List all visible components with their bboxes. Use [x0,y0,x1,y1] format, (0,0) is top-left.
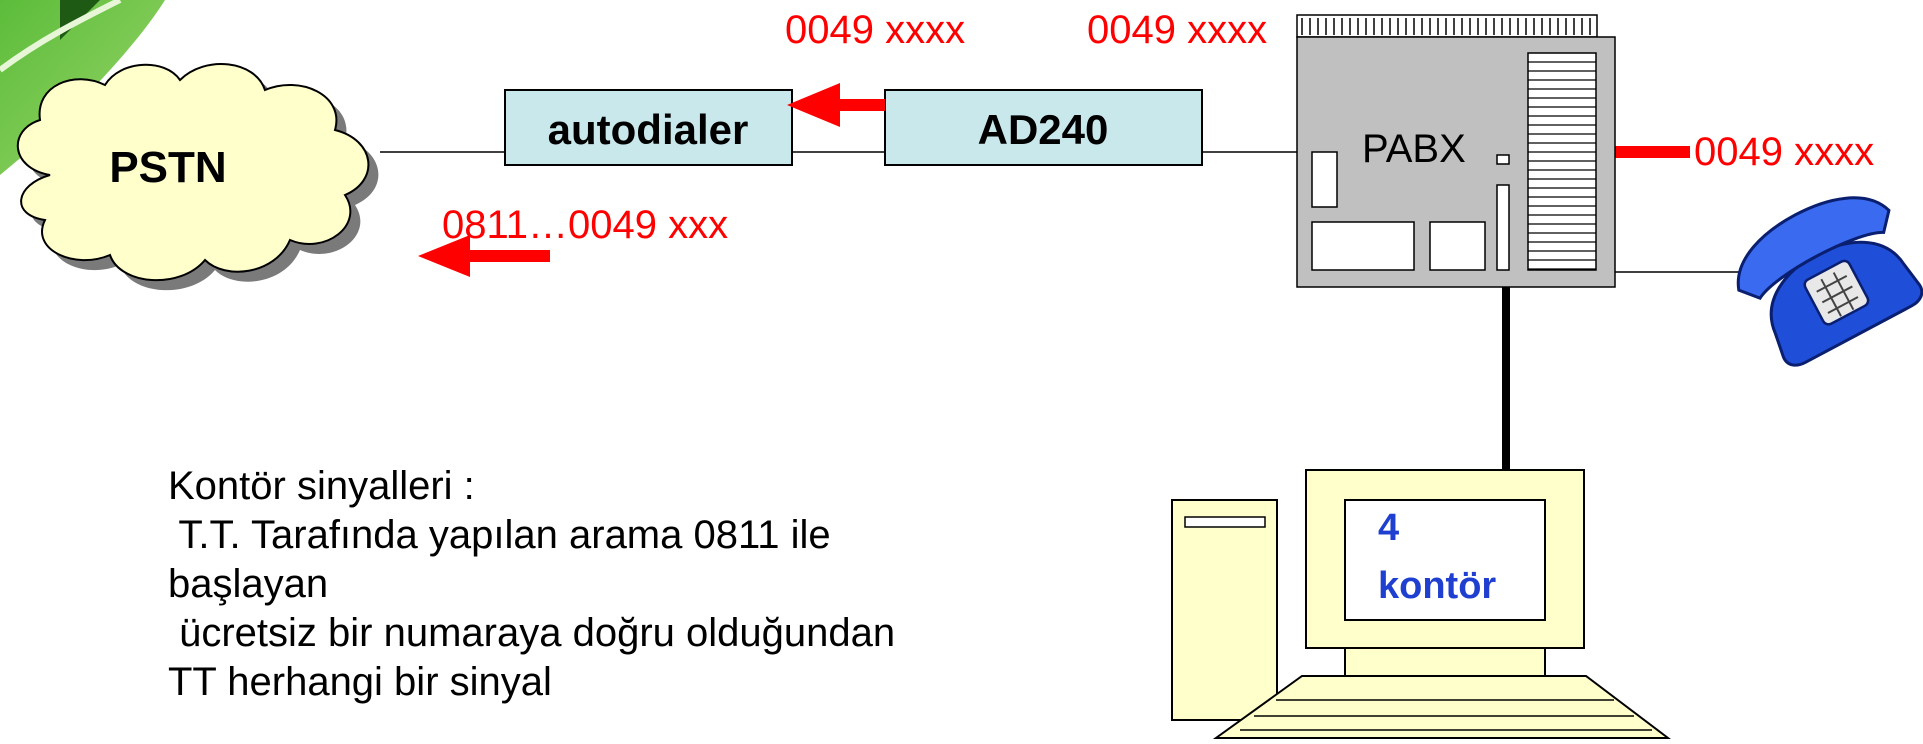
notes-text-block: Kontör sinyalleri : T.T. Tarafında yapıl… [168,462,1148,707]
pabx-label: PABX [1362,127,1466,171]
notes-line-3: başlayan [168,562,329,606]
arrow-ad240-to-autodialer [787,83,885,127]
computer-icon: 4 kontör [1171,469,1671,739]
autodialer-label: autodialer [548,106,749,153]
arrow-autodialer-to-pstn [418,235,550,277]
pabx-unit: PABX [1296,14,1616,288]
notes-line-1: Kontör sinyalleri : [168,464,475,508]
number-label-ad240-in: 0049 xxxx [785,8,965,52]
number-label-to-pstn: 0811…0049 xxx [442,203,728,247]
screen-line-2: kontör [1378,565,1496,607]
pabx-card-slots [1528,61,1596,270]
ad240-label: AD240 [978,106,1109,153]
notes-line-4: ücretsiz bir numaraya doğru olduğundan [168,611,896,655]
ad240-box: AD240 [884,89,1203,166]
notes-line-2: T.T. Tarafında yapılan arama 0811 ile [168,513,831,557]
screen-line-1: 4 [1378,507,1399,549]
pabx-vent [1301,18,1591,35]
notes-line-5: TT herhangi bir sinyal [168,660,552,704]
autodialer-box: autodialer [504,89,793,166]
pstn-cloud: PSTN [16,63,379,291]
number-label-incoming: 0049 xxxx [1694,130,1874,174]
telephone-icon [1736,196,1923,367]
number-label-pabx-out: 0049 xxxx [1087,8,1267,52]
pstn-label: PSTN [109,143,226,192]
